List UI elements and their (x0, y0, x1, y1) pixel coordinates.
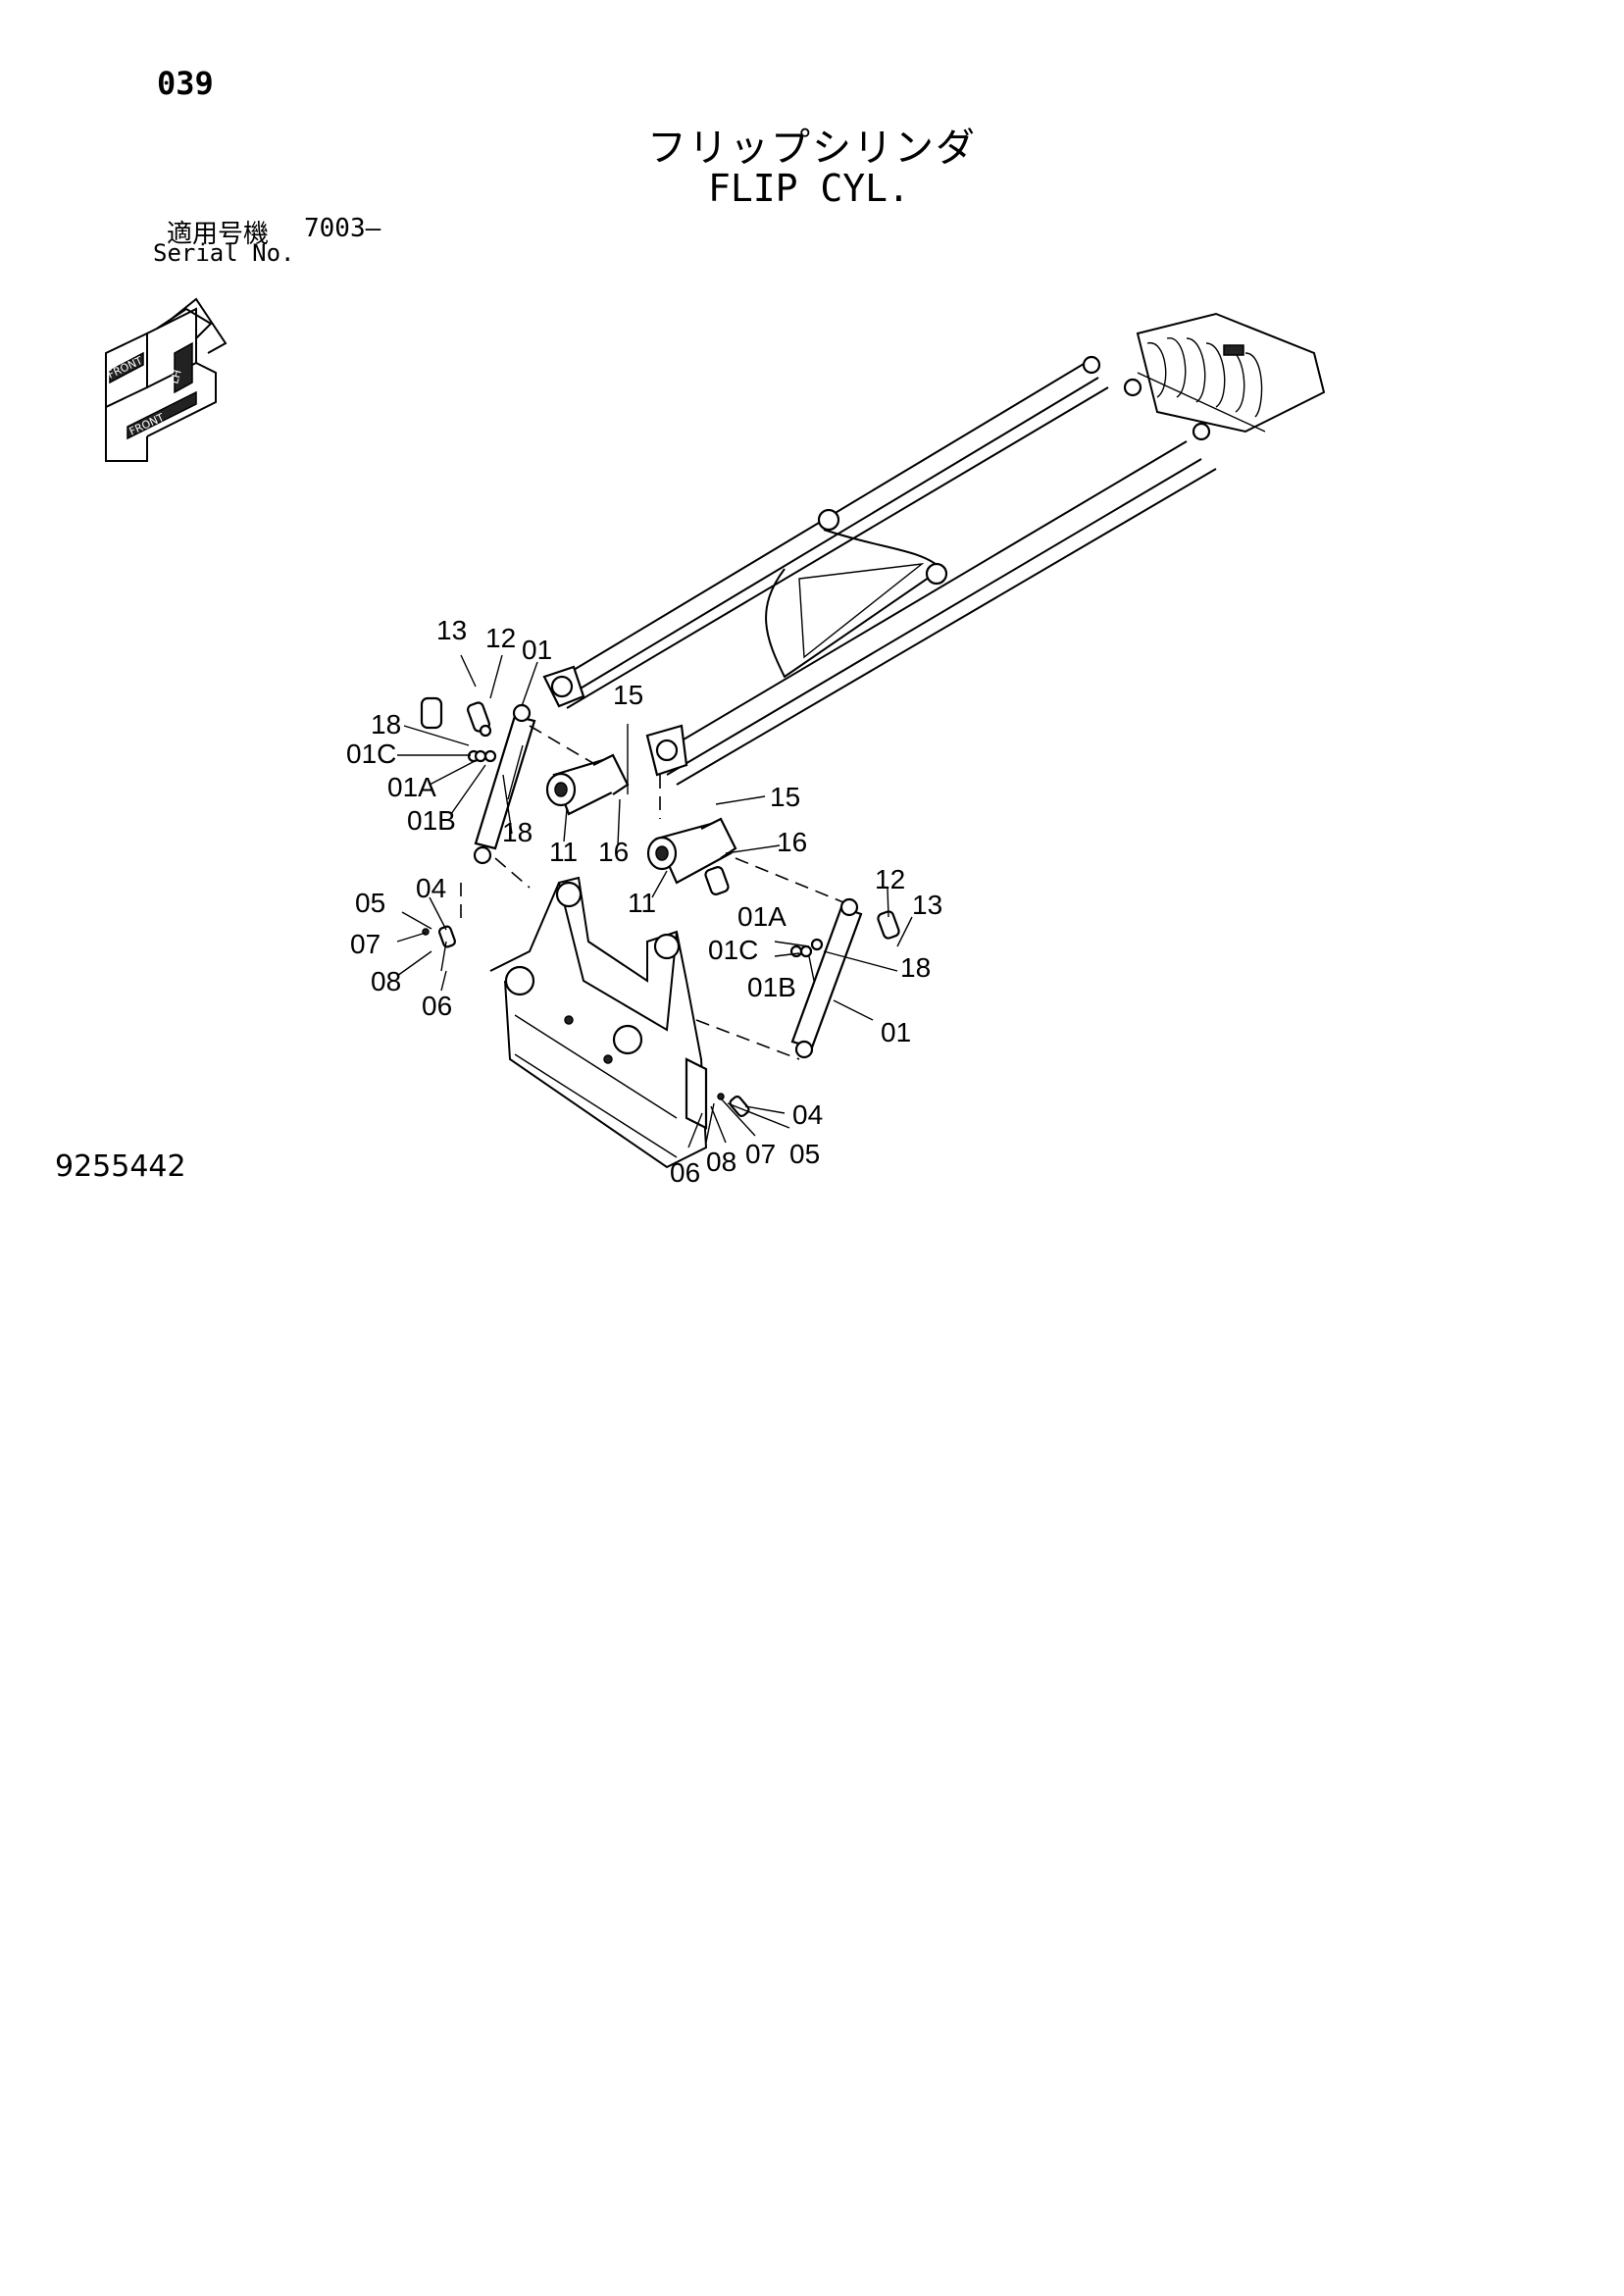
callout-left-15: 15 (613, 680, 643, 710)
flip-cylinder-right (695, 857, 900, 1060)
callout-left-18b: 18 (502, 817, 533, 847)
callout-left-01: 01 (522, 635, 552, 665)
lever-left (545, 753, 630, 816)
page-number: 039 (157, 65, 214, 102)
callout-right-05: 05 (789, 1139, 820, 1169)
serial-label-japanese: 適用号機 (167, 220, 270, 249)
callout-right-06: 06 (670, 1157, 700, 1188)
callout-left-01A: 01A (387, 772, 436, 802)
title-japanese: フリップシリンダ (647, 126, 977, 171)
orientation-label-front-2: FRONT (127, 411, 167, 438)
callout-labels: 13 12 01 18 01C 01A 01B 18 11 15 16 05 0… (346, 615, 942, 1188)
callout-left-11: 11 (549, 837, 578, 867)
callout-right-13: 13 (912, 890, 942, 920)
callout-right-07: 07 (745, 1139, 776, 1169)
callout-left-08: 08 (371, 966, 401, 996)
callout-right-15: 15 (770, 782, 800, 812)
callout-left-05: 05 (355, 888, 385, 918)
callout-right-12: 12 (875, 864, 905, 894)
orientation-label-lh: LH (168, 368, 183, 384)
callout-left-13: 13 (436, 615, 467, 645)
callout-right-01A: 01A (737, 901, 787, 932)
pin-set-right (705, 1093, 750, 1144)
callout-right-01B: 01B (747, 972, 796, 1002)
callout-right-16: 16 (777, 827, 807, 857)
callout-left-16: 16 (598, 837, 629, 867)
boom-assembly (542, 312, 1326, 819)
callout-left-01C: 01C (346, 739, 396, 769)
title-english: FLIP CYL. (708, 167, 910, 210)
serial-range: 7003– (304, 214, 381, 243)
callout-right-18: 18 (900, 952, 931, 983)
callout-right-04: 04 (792, 1099, 823, 1130)
orientation-label-front-1: FRONT (106, 354, 145, 382)
callout-left-12: 12 (485, 623, 516, 653)
orientation-icon: FRONT LH FRONT (105, 297, 228, 462)
pin-set-left (422, 925, 457, 972)
callout-left-04: 04 (416, 873, 446, 903)
callout-left-01B: 01B (407, 805, 456, 836)
callout-left-18a: 18 (371, 709, 401, 740)
callout-right-11: 11 (628, 888, 656, 918)
leader-lines (396, 654, 913, 1148)
serial-label-english: Serial No. (153, 239, 295, 267)
callout-left-07: 07 (350, 929, 381, 959)
callout-right-01: 01 (881, 1017, 911, 1047)
callout-right-08: 08 (706, 1147, 736, 1177)
callout-left-06: 06 (422, 991, 452, 1021)
lever-right (646, 817, 737, 895)
flip-cylinder-left (420, 696, 614, 922)
callout-right-01C: 01C (708, 935, 758, 965)
base-bracket (489, 876, 708, 1169)
figure-number: 9255442 (55, 1149, 186, 1184)
